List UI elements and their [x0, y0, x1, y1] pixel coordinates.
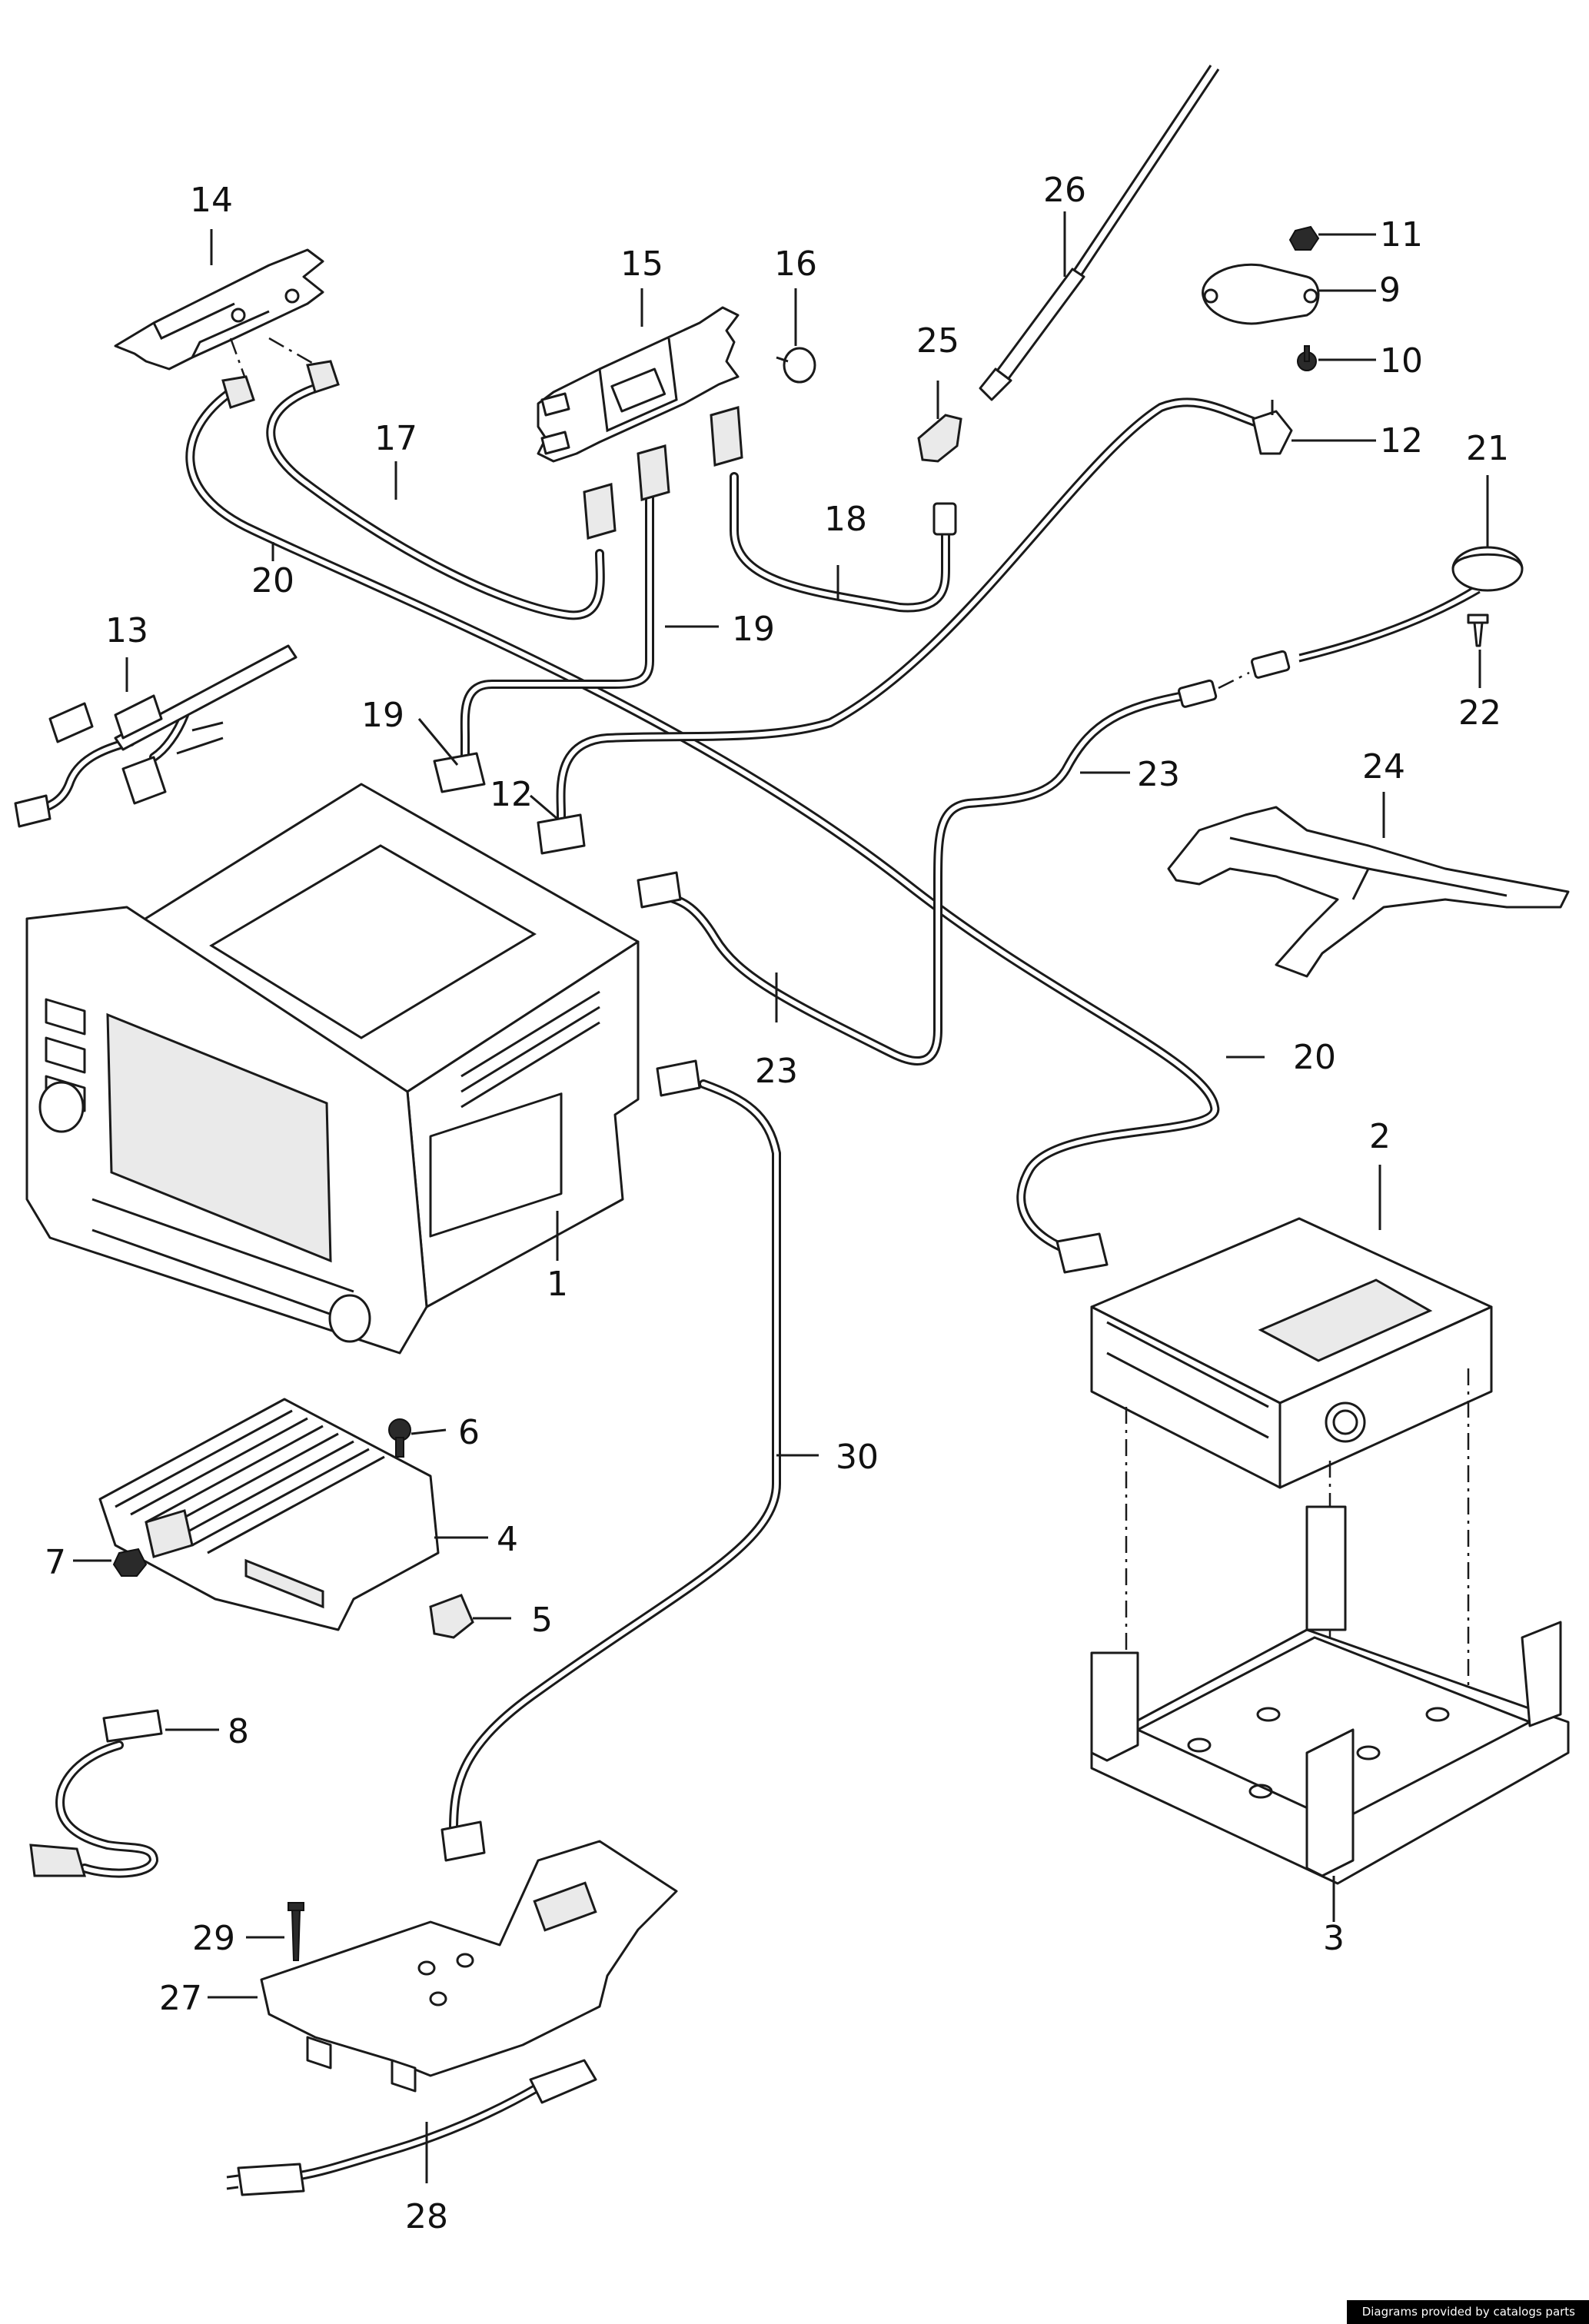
part-1-head-unit — [25, 783, 640, 1355]
callout-6: 6 — [458, 1413, 480, 1452]
part-11-nut — [1288, 225, 1320, 251]
part-2-module — [1090, 1217, 1493, 1489]
callout-1: 1 — [547, 1265, 568, 1304]
callout-7: 7 — [45, 1543, 66, 1582]
connector-12-end — [537, 813, 586, 855]
callout-20-right: 20 — [1293, 1038, 1336, 1077]
part-14-antenna-amplifier — [114, 248, 340, 409]
part-28-cable — [226, 2059, 597, 2196]
callout-8: 8 — [228, 1712, 249, 1751]
callout-27: 27 — [159, 1979, 202, 2018]
part-13-harness — [14, 644, 298, 828]
cable-23 — [645, 691, 1188, 1066]
part-7-nut — [112, 1548, 148, 1577]
footer-credit: Diagrams provided by catalogs parts — [1346, 2300, 1589, 2324]
part-10-screw — [1297, 345, 1317, 371]
callout-2: 2 — [1369, 1117, 1391, 1156]
part-8-cable — [29, 1709, 163, 1877]
leader-lines — [73, 211, 1489, 2183]
part-12-connector-top — [1252, 400, 1293, 455]
connector-19-end — [433, 752, 486, 793]
cables — [30, 384, 1481, 2180]
part-21-gps-antenna — [1451, 546, 1524, 592]
callout-14: 14 — [190, 181, 233, 220]
callout-23-right: 23 — [1137, 755, 1180, 794]
cable-21 — [1298, 584, 1481, 663]
callout-22: 22 — [1458, 693, 1501, 733]
part-26-rod-antenna — [979, 65, 1220, 401]
callout-5: 5 — [531, 1601, 553, 1640]
callout-24: 24 — [1362, 747, 1405, 786]
callout-12-top: 12 — [1380, 421, 1423, 460]
callout-25: 25 — [916, 321, 959, 361]
connectors-23-30 — [440, 871, 701, 1862]
callout-9: 9 — [1379, 271, 1401, 310]
part-16-clip — [776, 347, 816, 384]
callout-10: 10 — [1380, 341, 1423, 381]
connectors-21-23 — [1178, 650, 1291, 708]
callout-labels: 14 15 16 26 25 11 9 10 12 21 22 17 20 18… — [45, 171, 1509, 2236]
callout-4: 4 — [497, 1520, 518, 1559]
part-24-bracket — [1167, 806, 1570, 978]
connector-20-end — [1055, 1232, 1109, 1274]
callout-20-top: 20 — [251, 561, 294, 600]
part-5-clip — [429, 1594, 474, 1639]
cable-18 — [730, 472, 950, 613]
part-3-tray — [1090, 1505, 1570, 1885]
cable-28 — [295, 2083, 543, 2180]
callout-11: 11 — [1380, 215, 1423, 254]
callout-19-left: 19 — [361, 696, 404, 735]
cable-19 — [460, 487, 654, 766]
callout-3: 3 — [1323, 1919, 1345, 1958]
connectors-15 — [583, 406, 743, 540]
part-29-screw — [288, 1902, 304, 1961]
part-22-screw — [1467, 613, 1489, 647]
callout-26: 26 — [1043, 171, 1086, 210]
callout-23-left: 23 — [755, 1052, 798, 1091]
callout-29: 29 — [192, 1919, 235, 1958]
callout-15: 15 — [620, 244, 663, 284]
part-6-screw — [388, 1418, 411, 1458]
part-25-antenna-base — [917, 414, 962, 536]
part-27-bracket — [260, 1840, 678, 2093]
callout-19-right: 19 — [732, 610, 775, 649]
callout-30: 30 — [836, 1438, 879, 1477]
callout-12-left: 12 — [490, 775, 533, 814]
part-9-module — [1202, 263, 1320, 325]
callout-28: 28 — [405, 2197, 448, 2236]
part-4-amplifier — [98, 1398, 440, 1631]
callout-18: 18 — [824, 500, 867, 539]
callout-17: 17 — [374, 419, 417, 458]
part-15-control-unit — [537, 306, 740, 463]
callout-16: 16 — [774, 244, 817, 284]
callout-21: 21 — [1466, 429, 1509, 468]
callout-13: 13 — [105, 611, 148, 650]
